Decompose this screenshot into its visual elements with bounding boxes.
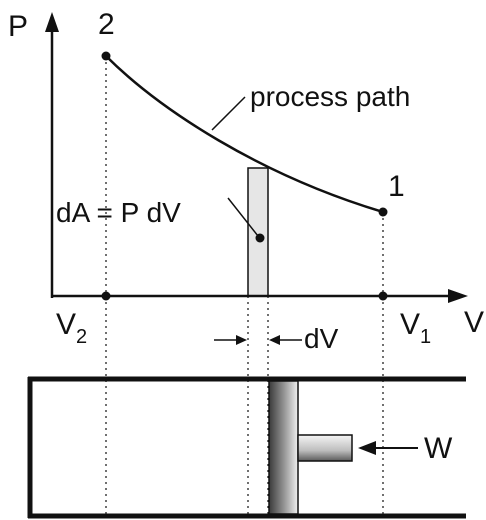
dv-label: dV xyxy=(304,323,339,354)
v2-label: V2 xyxy=(56,308,87,348)
area-label-leader xyxy=(227,197,259,237)
process-path-curve xyxy=(105,55,384,214)
cylinder xyxy=(27,376,466,519)
piston-head xyxy=(268,380,299,515)
v2-label-subscript: 2 xyxy=(76,326,87,348)
v2-label-main: V xyxy=(56,308,76,341)
guide-lines xyxy=(105,56,384,518)
v2-axis-marker xyxy=(101,291,111,301)
point-1-marker xyxy=(378,207,388,217)
point-2-marker xyxy=(101,51,111,61)
point-2-label: 2 xyxy=(98,8,115,41)
process-path-leader xyxy=(211,96,246,131)
v-axis-arrow xyxy=(448,289,468,303)
point-1-label: 1 xyxy=(388,170,405,203)
p-axis-label: P xyxy=(8,10,28,43)
area-strip xyxy=(247,167,269,297)
v-axis-label: V xyxy=(464,306,484,339)
v1-label: V1 xyxy=(400,308,431,348)
process-path-label: process path xyxy=(250,81,410,112)
work-arrow-head xyxy=(358,441,376,455)
v1-axis-marker xyxy=(378,291,388,301)
work-label: W xyxy=(424,432,453,465)
p-axis-arrow xyxy=(45,12,59,32)
dv-arrow-left-head xyxy=(236,335,247,345)
dv-arrow-right-head xyxy=(269,335,280,345)
v1-label-main: V xyxy=(400,308,420,341)
v1-label-subscript: 1 xyxy=(420,326,431,348)
piston-rod xyxy=(297,434,353,462)
area-label: dA = P dV xyxy=(56,197,181,228)
